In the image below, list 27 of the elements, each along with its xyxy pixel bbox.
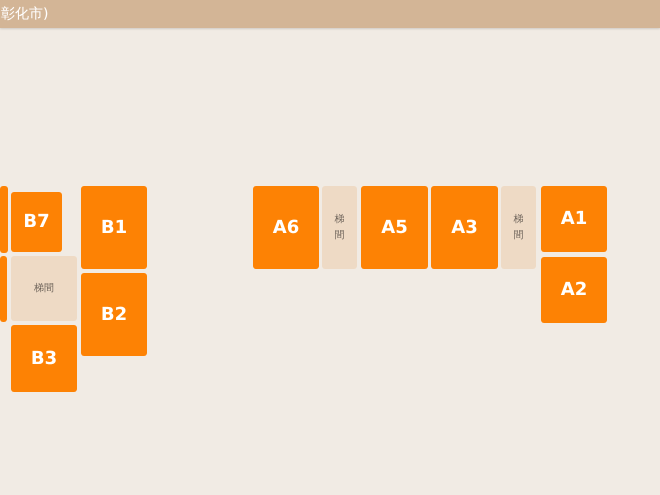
unit-label: A3 <box>451 218 478 238</box>
unit-block <box>431 186 498 269</box>
unit-block <box>81 273 147 356</box>
unit-block <box>541 257 607 323</box>
page-title: 彰化市) <box>1 6 48 22</box>
unit-block <box>11 192 62 252</box>
stairwell-block <box>322 186 357 269</box>
unit-block <box>11 325 77 392</box>
unit-label: B1 <box>100 218 128 238</box>
unit-label: B2 <box>100 304 128 324</box>
stairwell-label: 梯間 <box>334 212 345 242</box>
unit-block <box>81 186 147 269</box>
stairwell-label: 梯間 <box>513 212 524 242</box>
unit-block <box>253 186 319 269</box>
stairwell-block <box>11 256 77 321</box>
unit-label: A6 <box>272 218 300 238</box>
unit-block <box>0 256 7 322</box>
unit-label: A1 <box>560 209 588 229</box>
unit-block <box>361 186 428 269</box>
unit-label: A2 <box>560 280 588 300</box>
unit-block <box>0 186 8 253</box>
unit-label: A5 <box>381 218 408 238</box>
unit-label: B7 <box>23 212 50 232</box>
stairwell-block <box>501 186 536 269</box>
unit-label: B3 <box>30 348 58 368</box>
stairwell-label: 梯間 <box>34 282 54 296</box>
unit-block <box>541 186 607 252</box>
